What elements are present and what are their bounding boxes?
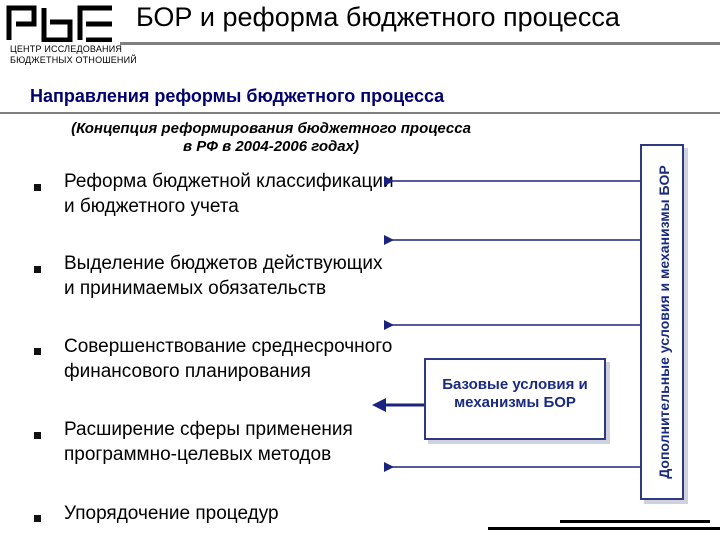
base-conditions-label: Базовые условия и механизмы БОР <box>442 376 588 411</box>
arrow-center-head <box>372 398 386 412</box>
bullet-square-icon <box>34 348 41 355</box>
list-item: Выделение бюджетов действующих и принима… <box>64 253 383 299</box>
concept-note: (Концепция реформирования бюджетного про… <box>71 120 471 155</box>
section-divider <box>0 112 720 114</box>
logo-org-line-1: ЦЕНТР ИССЛЕДОВАНИЯ <box>10 44 123 54</box>
bullet-square-icon <box>34 515 41 522</box>
additional-conditions-label: Дополнительные условия и механизмы БОР <box>656 165 672 479</box>
base-conditions-box: Базовые условия и механизмы БОР <box>424 358 606 440</box>
bottom-decor-line <box>560 520 710 523</box>
logo-mark-icon <box>6 5 112 42</box>
additional-conditions-box: Дополнительные условия и механизмы БОР <box>640 144 684 500</box>
list-item: Совершенствование среднесрочного финансо… <box>64 336 393 382</box>
bullet-square-icon <box>34 432 41 439</box>
logo-org-line-2: БЮДЖЕТНЫХ ОТНОШЕНИЙ <box>10 55 137 65</box>
list-item: Расширение сферы применения программно-ц… <box>64 419 353 465</box>
list-item: Упорядочение процедур <box>64 503 279 524</box>
slide-title: БОР и реформа бюджетного процесса <box>136 2 620 32</box>
bullet-square-icon <box>34 266 41 273</box>
section-heading: Направления реформы бюджетного процесса <box>30 86 445 106</box>
list-item: Реформа бюджетной классификации и бюджет… <box>64 171 394 217</box>
title-divider <box>120 42 720 45</box>
bottom-decor-line <box>488 527 720 530</box>
logo: ЦЕНТР ИССЛЕДОВАНИЯ БЮДЖЕТНЫХ ОТНОШЕНИЙ <box>6 4 137 68</box>
bullet-square-icon <box>34 184 41 191</box>
